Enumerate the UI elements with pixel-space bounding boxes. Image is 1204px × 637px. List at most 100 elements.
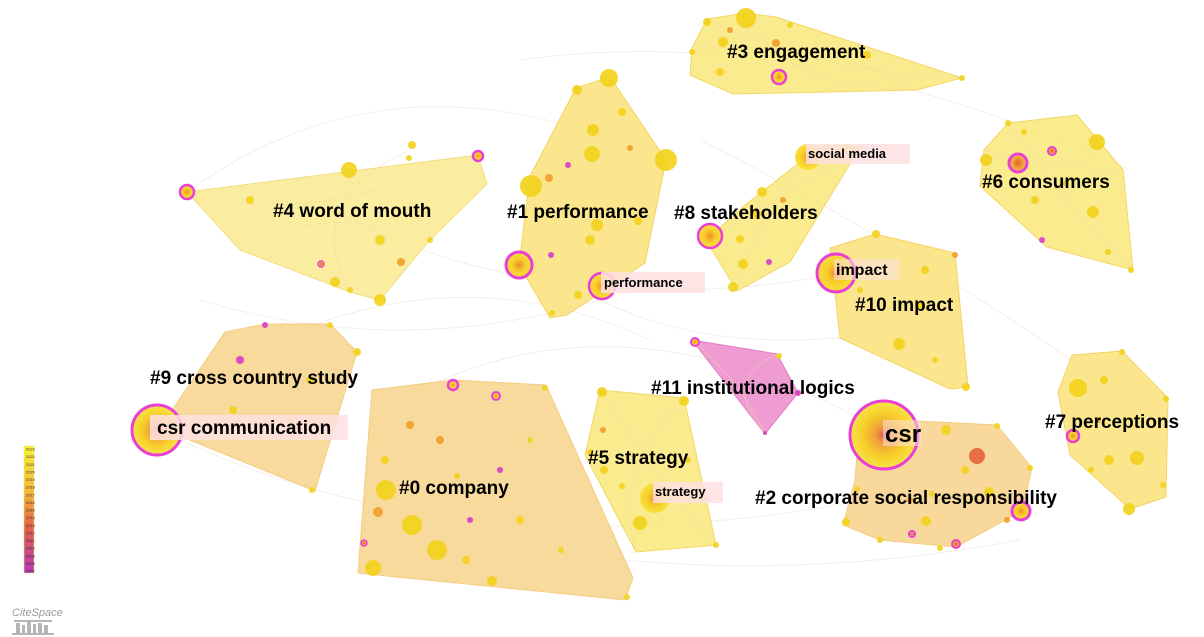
keyword-node[interactable] xyxy=(921,516,931,526)
keyword-node[interactable] xyxy=(1163,396,1169,402)
keyword-node[interactable] xyxy=(618,108,626,116)
keyword-node[interactable] xyxy=(406,421,414,429)
keyword-node[interactable] xyxy=(863,51,871,59)
keyword-node[interactable] xyxy=(462,556,470,564)
keyword-node[interactable] xyxy=(236,356,244,364)
keyword-node[interactable] xyxy=(600,466,608,474)
keyword-node[interactable] xyxy=(776,353,782,359)
keyword-node[interactable] xyxy=(306,376,314,384)
keyword-node[interactable] xyxy=(679,396,689,406)
keyword-node[interactable] xyxy=(780,197,786,203)
node-ringed[interactable] xyxy=(504,250,534,280)
keyword-node[interactable] xyxy=(787,22,793,28)
keyword-node[interactable] xyxy=(1004,517,1010,523)
keyword-node[interactable] xyxy=(685,457,691,463)
keyword-node[interactable] xyxy=(689,49,695,55)
keyword-node[interactable] xyxy=(961,466,969,474)
keyword-node[interactable] xyxy=(736,235,744,243)
cluster-label-c1[interactable]: #1 performance xyxy=(507,202,649,223)
keyword-node[interactable] xyxy=(728,282,738,292)
keyword-node[interactable] xyxy=(1089,134,1105,150)
keyword-node[interactable] xyxy=(520,175,542,197)
cluster-label-c10[interactable]: #10 impact xyxy=(855,295,954,316)
keyword-node[interactable] xyxy=(1128,267,1134,273)
node-ringed[interactable] xyxy=(951,539,961,549)
keyword-node[interactable] xyxy=(587,449,593,455)
keyword-node[interactable] xyxy=(527,437,533,443)
keyword-node[interactable] xyxy=(397,258,405,266)
kw-social-media[interactable]: social media xyxy=(808,146,887,161)
keyword-node[interactable] xyxy=(877,537,883,543)
keyword-node[interactable] xyxy=(1095,417,1101,423)
keyword-node[interactable] xyxy=(229,406,237,414)
keyword-node[interactable] xyxy=(727,27,733,33)
keyword-node[interactable] xyxy=(872,230,880,238)
keyword-node[interactable] xyxy=(932,357,938,363)
kw-csr-communication[interactable]: csr communication xyxy=(157,418,331,439)
keyword-node[interactable] xyxy=(1119,349,1125,355)
cluster-label-c2[interactable]: #2 corporate social responsibility xyxy=(755,488,1057,509)
keyword-node[interactable] xyxy=(376,480,396,500)
keyword-node[interactable] xyxy=(341,162,357,178)
keyword-node[interactable] xyxy=(246,196,254,204)
keyword-node[interactable] xyxy=(984,487,994,497)
keyword-node[interactable] xyxy=(600,69,618,87)
keyword-node[interactable] xyxy=(795,390,801,396)
keyword-node[interactable] xyxy=(365,560,381,576)
keyword-node[interactable] xyxy=(772,39,780,47)
node-ringed[interactable] xyxy=(471,149,485,163)
keyword-node[interactable] xyxy=(1031,196,1039,204)
node-ringed[interactable] xyxy=(908,530,916,538)
keyword-node[interactable] xyxy=(857,287,863,293)
keyword-node[interactable] xyxy=(406,155,412,161)
keyword-node[interactable] xyxy=(262,322,268,328)
node-ringed[interactable] xyxy=(770,68,788,86)
keyword-node[interactable] xyxy=(497,467,503,473)
keyword-node[interactable] xyxy=(1123,503,1135,515)
keyword-node[interactable] xyxy=(627,145,633,151)
keyword-node[interactable] xyxy=(1104,455,1114,465)
keyword-node[interactable] xyxy=(548,252,554,258)
keyword-node[interactable] xyxy=(751,209,761,219)
keyword-node[interactable] xyxy=(427,540,447,560)
keyword-node[interactable] xyxy=(736,8,756,28)
keyword-node[interactable] xyxy=(1160,482,1166,488)
keyword-node[interactable] xyxy=(1027,465,1033,471)
keyword-node[interactable] xyxy=(584,146,600,162)
kw-performance[interactable]: performance xyxy=(604,275,683,290)
keyword-node[interactable] xyxy=(565,162,571,168)
keyword-node[interactable] xyxy=(542,385,548,391)
keyword-node[interactable] xyxy=(1100,376,1108,384)
cluster-label-c11[interactable]: #11 institutional logics xyxy=(651,378,855,399)
node-ringed[interactable] xyxy=(1007,152,1029,174)
node-ringed[interactable] xyxy=(1010,500,1032,522)
keyword-node[interactable] xyxy=(374,294,386,306)
node-ringed[interactable] xyxy=(360,539,368,547)
keyword-node[interactable] xyxy=(408,141,416,149)
keyword-node[interactable] xyxy=(309,487,315,493)
keyword-node[interactable] xyxy=(703,18,711,26)
keyword-node[interactable] xyxy=(619,483,625,489)
keyword-node[interactable] xyxy=(718,37,728,47)
keyword-node[interactable] xyxy=(952,252,958,258)
keyword-node[interactable] xyxy=(738,259,748,269)
cluster-label-c0[interactable]: #0 company xyxy=(399,478,509,499)
keyword-node[interactable] xyxy=(969,448,985,464)
keyword-node[interactable] xyxy=(917,302,923,308)
keyword-node[interactable] xyxy=(381,456,389,464)
keyword-node[interactable] xyxy=(624,594,630,600)
kw-csr[interactable]: csr xyxy=(885,421,921,448)
cluster-label-c5[interactable]: #5 strategy xyxy=(588,448,689,469)
keyword-node[interactable] xyxy=(436,436,444,444)
keyword-node[interactable] xyxy=(1130,451,1144,465)
keyword-node[interactable] xyxy=(373,507,383,517)
keyword-node[interactable] xyxy=(634,217,642,225)
keyword-node[interactable] xyxy=(574,291,582,299)
keyword-node[interactable] xyxy=(842,518,850,526)
keyword-node[interactable] xyxy=(941,425,951,435)
keyword-node[interactable] xyxy=(549,310,555,316)
keyword-node[interactable] xyxy=(487,576,497,586)
keyword-node[interactable] xyxy=(516,516,524,524)
keyword-node[interactable] xyxy=(402,515,422,535)
keyword-node[interactable] xyxy=(893,338,905,350)
